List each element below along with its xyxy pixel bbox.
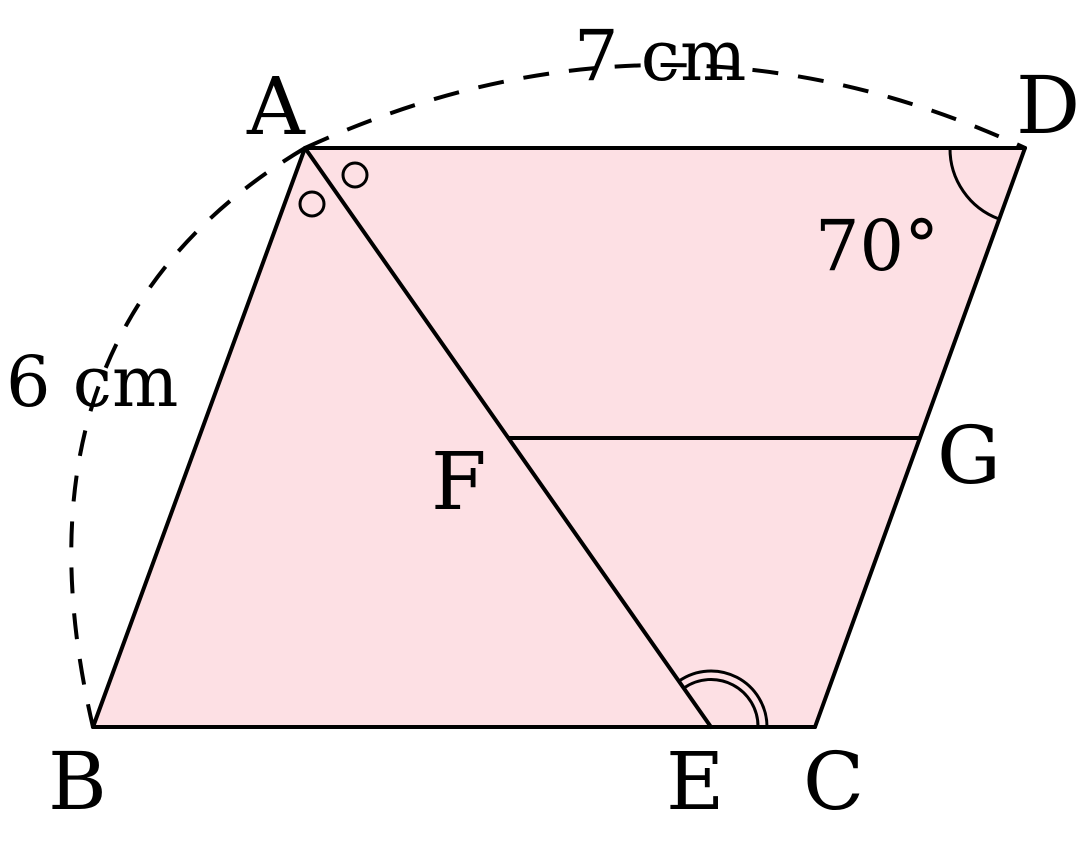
label-point-g: G	[937, 409, 1001, 502]
segment-ba	[91, 146, 307, 729]
angle-arc-d	[948, 147, 1000, 221]
label-angle-d: 70°	[815, 205, 939, 287]
label-point-c: C	[803, 735, 864, 828]
angle-mark-circle-2	[341, 161, 369, 189]
label-point-b: B	[48, 735, 107, 828]
arc-ab-dashed	[69, 146, 307, 728]
angle-arc-e-outer	[678, 669, 769, 728]
angle-mark-circle-1	[298, 190, 326, 218]
angle-arc-e-inner	[683, 677, 760, 728]
label-length-ad: 7 cm	[574, 15, 746, 97]
arc-ad-dashed	[304, 63, 1026, 150]
label-point-f: F	[431, 435, 487, 528]
label-point-e: E	[666, 735, 724, 828]
label-point-d: D	[1016, 59, 1080, 152]
label-point-a: A	[246, 60, 306, 153]
label-length-ab: 6 cm	[6, 341, 178, 423]
